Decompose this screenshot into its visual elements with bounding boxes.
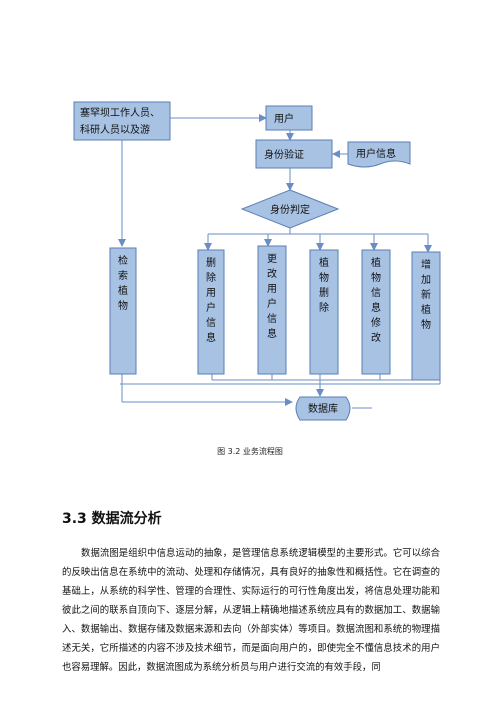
figure-caption: 图 3.2 业务流程图	[217, 447, 283, 456]
action-char: 删	[206, 257, 216, 269]
action-char: 植	[371, 256, 381, 269]
action-box	[411, 251, 441, 381]
action-char: 物	[421, 318, 431, 331]
action-char: 删	[319, 287, 329, 299]
action-char: 除	[206, 271, 216, 284]
action-char: 检	[118, 254, 128, 267]
action-box	[257, 245, 287, 375]
action-char: 除	[319, 301, 329, 314]
action-char: 植	[319, 256, 329, 269]
action-char: 物	[319, 271, 329, 284]
staff-line-2: 科研人员以及游	[80, 123, 150, 136]
auth-node: 身份验证	[255, 139, 333, 169]
action-char: 改	[371, 331, 381, 344]
user-info-node: 用户信息	[347, 141, 411, 168]
action-box	[309, 249, 339, 375]
flow-connectors	[118, 114, 441, 409]
database-label: 数据库	[308, 402, 338, 415]
action-char: 信	[206, 317, 216, 329]
auth-label: 身份验证	[264, 148, 304, 161]
action-char: 信	[371, 287, 381, 299]
user-label: 用户	[274, 112, 294, 125]
action-char: 用	[267, 284, 277, 295]
action-char: 更	[267, 253, 277, 265]
action-box	[109, 247, 137, 375]
action-char: 物	[118, 299, 128, 312]
user-info-label: 用户信息	[356, 147, 396, 160]
action-char: 户	[206, 301, 216, 314]
action-char: 增	[421, 258, 431, 271]
action-char: 索	[118, 269, 128, 282]
action-char: 息	[206, 331, 216, 344]
staff-line-1: 塞罕坝工作人员、	[80, 106, 160, 119]
role-check-label: 身份判定	[270, 203, 310, 216]
action-char: 息	[371, 301, 381, 314]
action-char: 物	[371, 271, 381, 284]
section-heading: 3.3 数据流分析	[62, 511, 162, 527]
action-box	[361, 249, 391, 375]
staff-node: 塞罕坝工作人员、 科研人员以及游	[73, 101, 171, 141]
action-char: 改	[267, 267, 277, 280]
role-check-node: 身份判定	[240, 189, 340, 229]
action-char: 修	[371, 316, 381, 329]
action-char: 信	[267, 313, 277, 325]
action-char: 植	[421, 303, 431, 316]
action-char: 户	[267, 297, 277, 310]
user-node: 用户	[265, 105, 313, 131]
action-char: 用	[206, 288, 216, 299]
action-char: 加	[421, 274, 431, 286]
section-paragraph: 数据流图是组织中信息运动的抽象，是管理信息系统逻辑模型的主要形式。它可以综合的反…	[62, 548, 440, 673]
database-node: 数据库	[295, 396, 351, 421]
action-char: 植	[118, 284, 128, 297]
action-char: 息	[267, 327, 277, 340]
business-flowchart: 塞罕坝工作人员、 科研人员以及游 用户 身份验证 用户信息 身份判定 检索植物删…	[73, 101, 441, 421]
action-char: 新	[421, 288, 431, 301]
action-box	[197, 249, 225, 375]
